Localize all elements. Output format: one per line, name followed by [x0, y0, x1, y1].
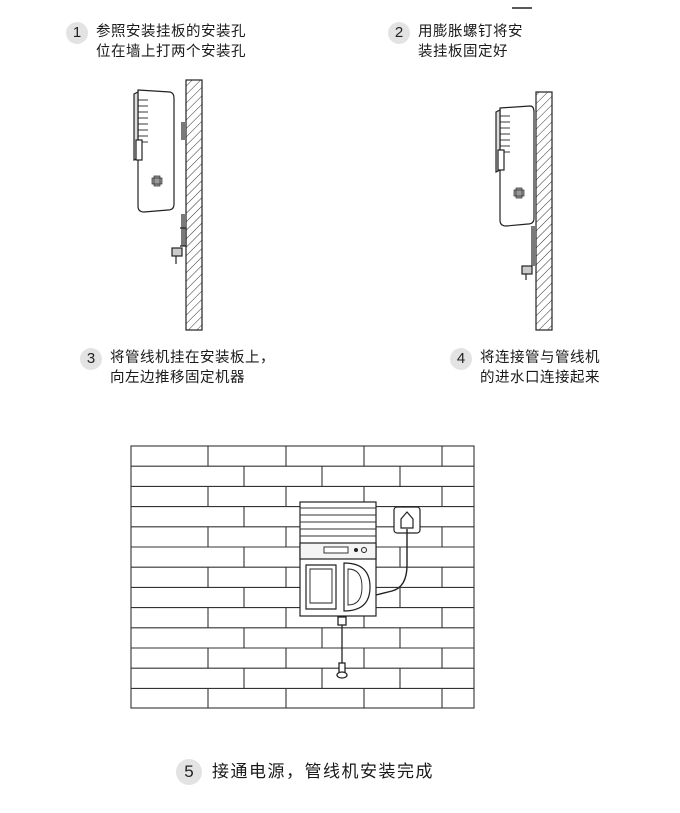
wall [535, 91, 553, 331]
water-heater-unit [299, 501, 377, 617]
illustration-step-5 [130, 445, 475, 709]
step-text-line: 位在墙上打两个安装孔 [96, 44, 246, 60]
step-number: 3 [80, 348, 102, 370]
step-text-line: 将管线机挂在安装板上， [110, 350, 275, 366]
step-text: 用膨胀螺钉将安 装挂板固定好 [418, 22, 523, 62]
inlet-pipe [336, 616, 348, 679]
step-number: 1 [66, 22, 88, 44]
step-text: 参照安装挂板的安装孔 位在墙上打两个安装孔 [96, 22, 246, 62]
step-number: 4 [450, 348, 472, 370]
step-3: 3 将管线机挂在安装板上， 向左边推移固定机器 [80, 348, 275, 388]
step-1: 1 参照安装挂板的安装孔 位在墙上打两个安装孔 [66, 22, 246, 62]
water-heater-unit [495, 105, 535, 227]
step-number: 2 [388, 22, 410, 44]
step-text-line: 参照安装挂板的安装孔 [96, 24, 246, 40]
step-number: 5 [176, 759, 202, 785]
power-socket [393, 506, 421, 534]
mounting-bracket [521, 226, 535, 280]
power-cord [375, 529, 408, 596]
step-text-line: 接通电源，管线机安装完成 [212, 762, 434, 782]
step-5: 5 接通电源，管线机安装完成 [176, 759, 434, 785]
top-edge-mark [512, 7, 532, 9]
step-text-line: 将连接管与管线机 [480, 350, 600, 366]
mounting-bracket [171, 122, 187, 264]
water-heater-unit [133, 89, 175, 213]
illustration-step-2 [495, 91, 553, 331]
step-text: 将连接管与管线机 的进水口连接起来 [480, 348, 600, 388]
illustration-step-1 [133, 79, 203, 331]
step-text-line: 的进水口连接起来 [480, 370, 600, 386]
step-text-line: 用膨胀螺钉将安 [418, 24, 523, 40]
step-2: 2 用膨胀螺钉将安 装挂板固定好 [388, 22, 523, 62]
step-text-line: 向左边推移固定机器 [110, 370, 245, 386]
step-4: 4 将连接管与管线机 的进水口连接起来 [450, 348, 600, 388]
step-text-line: 装挂板固定好 [418, 44, 508, 60]
wall [185, 79, 203, 331]
step-text: 接通电源，管线机安装完成 [212, 759, 434, 785]
step-text: 将管线机挂在安装板上， 向左边推移固定机器 [110, 348, 275, 388]
